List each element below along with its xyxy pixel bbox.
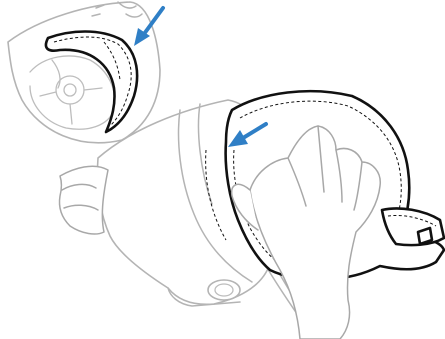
helmet-vent-detail [208,280,240,300]
pad-fabric-flap [382,208,444,245]
detail-inset [8,2,163,143]
left-hand-icon [59,166,108,234]
